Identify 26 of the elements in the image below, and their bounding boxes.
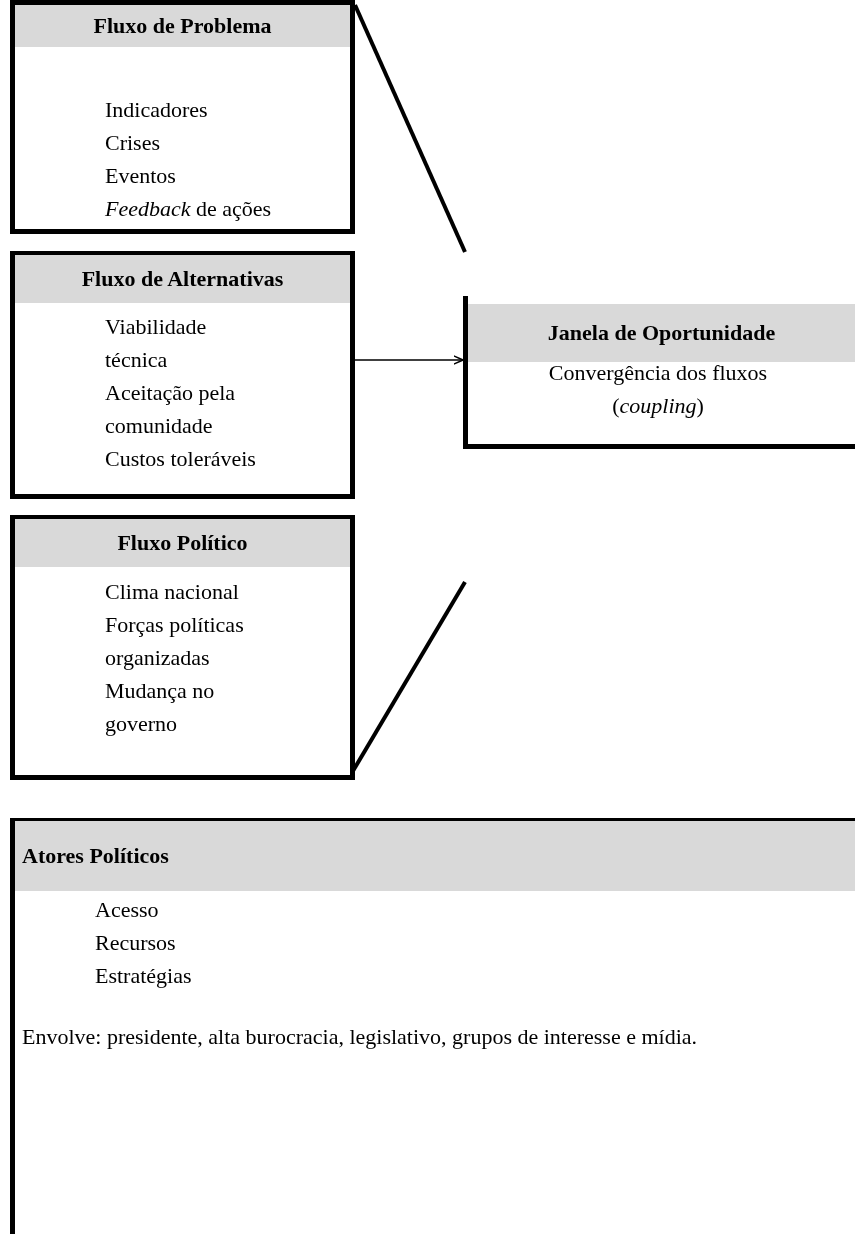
stream-box [10, 818, 855, 1234]
list-item: Aceitação pela comunidade [105, 379, 237, 440]
box-heading: Atores Políticos [15, 821, 855, 891]
list-item: Recursos [95, 929, 177, 957]
list-item: Crises [105, 129, 161, 157]
description-text: Convergência dos fluxos (coupling) [547, 359, 769, 420]
stream-box [10, 515, 355, 780]
stream-box [10, 251, 355, 499]
list-item: Forças políticas organizadas [105, 611, 245, 672]
list-item: Clima nacional [105, 578, 240, 606]
box-heading: Fluxo de Alternativas [15, 255, 350, 303]
stream-box [10, 0, 355, 234]
box-heading: Fluxo Político [15, 519, 350, 567]
box-heading: Fluxo de Problema [15, 5, 350, 47]
list-item: Indicadores [105, 96, 209, 124]
list-item: Mudança no governo [105, 677, 216, 738]
list-item: Viabilidade técnica [105, 313, 208, 374]
box-heading: Janela de Oportunidade [468, 304, 855, 362]
list-item: Feedback de ações [105, 195, 273, 223]
description-text: Envolve: presidente, alta burocracia, legislativo, grupos de interesse e mídia. [22, 1023, 699, 1051]
list-item: Eventos [105, 162, 177, 190]
stream-box [463, 296, 855, 449]
list-item: Custos toleráveis [105, 445, 257, 473]
list-item: Estratégias [95, 962, 193, 990]
list-item: Acesso [95, 896, 160, 924]
arrow [354, 355, 464, 365]
